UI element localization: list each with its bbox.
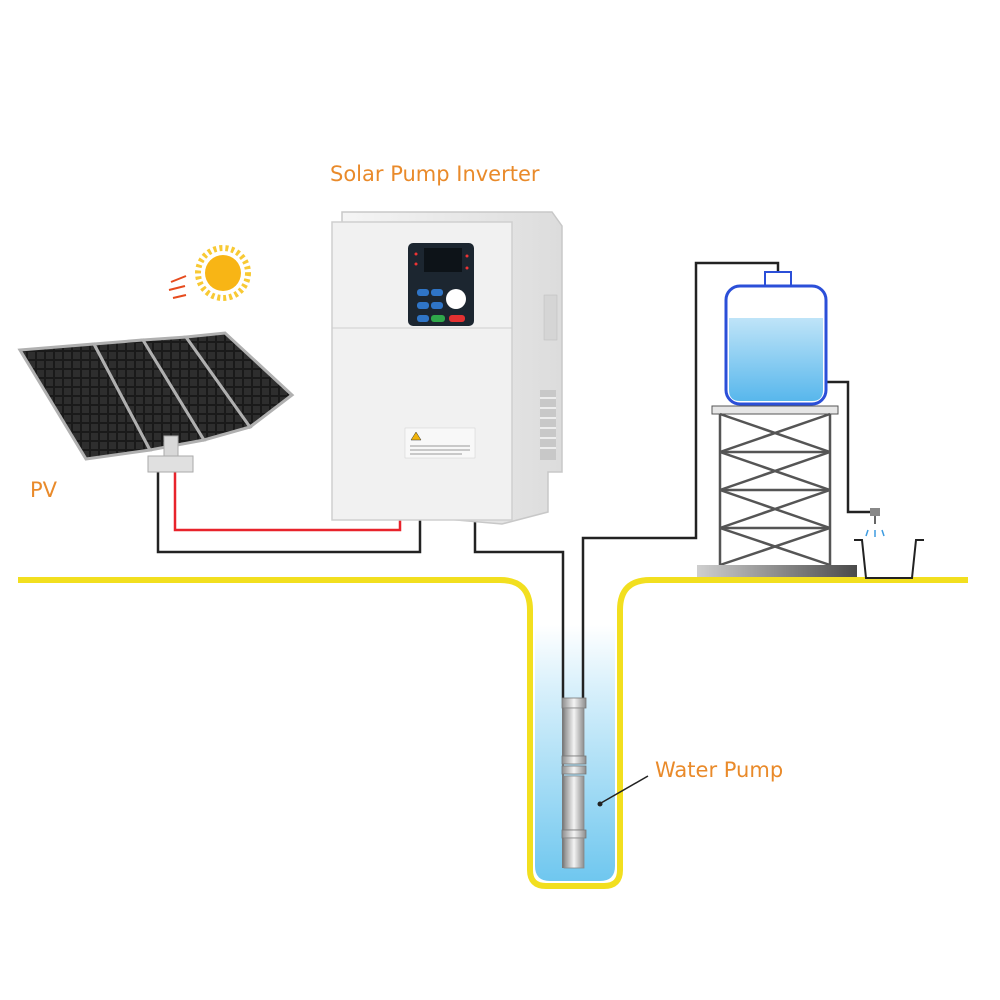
key-run (431, 315, 445, 322)
side-vents (540, 390, 556, 460)
key-ent (431, 289, 443, 296)
key-multi (417, 315, 429, 322)
pump-pointer-dot (597, 801, 603, 807)
sun-icon (168, 245, 251, 301)
delivery-pipe (581, 261, 780, 698)
tank-water (729, 318, 823, 401)
faucet-icon (865, 508, 885, 537)
panel-base (147, 455, 194, 473)
positive-wire (173, 470, 402, 532)
solar-pump-inverter (331, 211, 563, 525)
water-tower (697, 271, 857, 577)
submersible-pump (561, 697, 587, 869)
key-prg (417, 289, 429, 296)
panel-stand (163, 435, 179, 459)
display (424, 248, 462, 272)
tank-cap (764, 271, 792, 287)
control-knob (446, 289, 466, 309)
tower-top (711, 405, 839, 415)
outlet-pipe (826, 380, 876, 514)
water-basin (854, 539, 924, 579)
inverter-label: Solar Pump Inverter (330, 162, 540, 186)
negative-wire (156, 470, 422, 554)
tower-frame (718, 412, 832, 567)
solar-panel-array (17, 331, 295, 473)
key-stop (449, 315, 465, 322)
warning-icon (410, 431, 422, 441)
pump-pointer-line (600, 775, 649, 804)
pv-label: PV (30, 478, 58, 502)
key-up (417, 302, 429, 309)
pump-cable (473, 517, 565, 698)
tower-base (697, 565, 857, 577)
water-pump-label: Water Pump (655, 758, 784, 782)
key-down (431, 302, 443, 309)
wiring (156, 261, 876, 698)
side-label (543, 294, 558, 341)
ground-line (18, 577, 968, 889)
